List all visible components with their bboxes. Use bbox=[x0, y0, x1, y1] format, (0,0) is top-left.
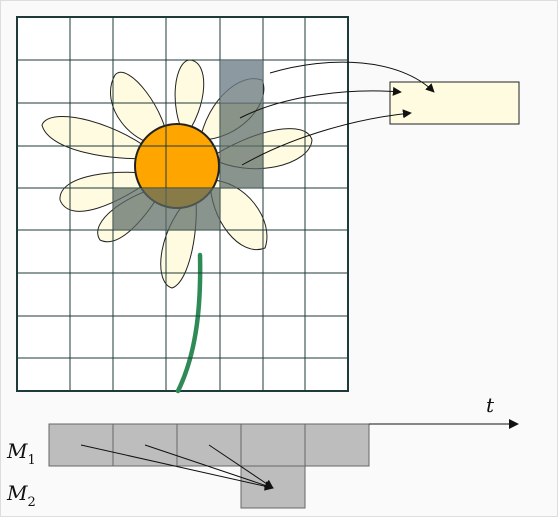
m2-label-base: M bbox=[6, 481, 28, 505]
memory-arrow-1 bbox=[80, 444, 274, 491]
arrow-to-output-3 bbox=[241, 109, 412, 166]
output-box bbox=[389, 81, 520, 125]
m2-label-sub: 2 bbox=[27, 495, 35, 510]
memory-arrow-3 bbox=[208, 444, 274, 489]
m1-label-sub: 1 bbox=[27, 453, 35, 468]
m1-cell-4 bbox=[240, 423, 306, 467]
receptive-field-right-mid bbox=[220, 103, 263, 188]
memory-arrows bbox=[80, 444, 274, 491]
m1-label: M1 bbox=[6, 439, 36, 468]
m1-cell-5 bbox=[304, 423, 370, 467]
arrow-to-output-2 bbox=[239, 86, 402, 119]
arrow-to-output-1 bbox=[269, 61, 435, 93]
m1-label-base: M bbox=[6, 439, 28, 463]
memory-arrow-2 bbox=[144, 444, 274, 490]
memory-m1 bbox=[48, 423, 370, 467]
receptive-field-lower bbox=[113, 188, 220, 230]
petal-left bbox=[41, 116, 162, 160]
m2-cell-1 bbox=[240, 465, 306, 509]
receptive-field-right-top bbox=[220, 60, 263, 103]
output-arrows bbox=[239, 61, 435, 166]
time-axis-label: t bbox=[486, 393, 495, 417]
petal-up-left bbox=[110, 72, 169, 147]
m2-label: M2 bbox=[6, 481, 36, 510]
stem bbox=[175, 252, 203, 394]
